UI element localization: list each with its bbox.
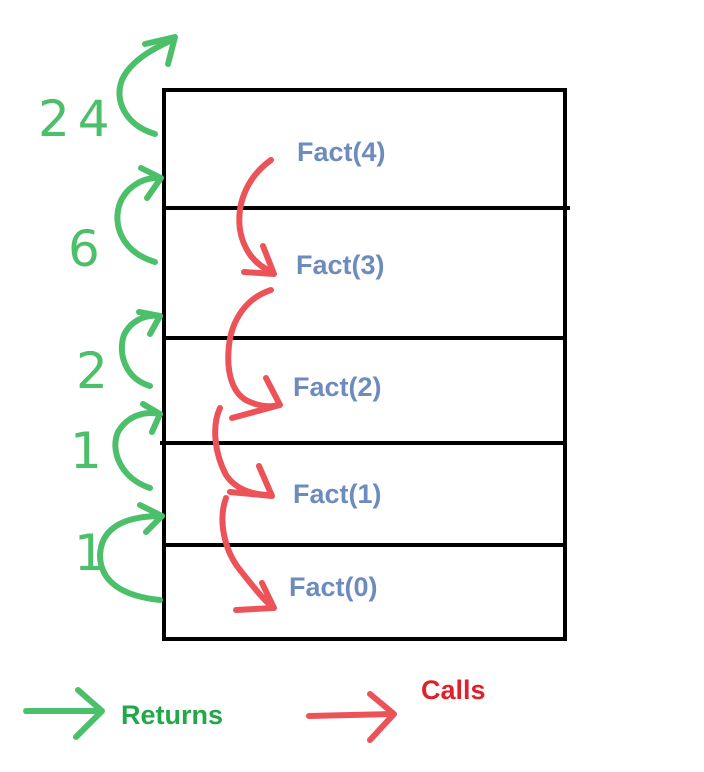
calls-legend-label: Calls — [421, 675, 486, 705]
return-arrowhead — [136, 309, 163, 337]
return-value: 1 — [70, 422, 102, 480]
call-arrow — [219, 495, 275, 610]
return-arrow — [114, 174, 163, 265]
frame-label-fact-0: Fact(0) — [289, 572, 378, 602]
return-arrowhead — [140, 401, 163, 435]
return-arrowhead — [137, 502, 165, 535]
return-arrowhead — [138, 165, 164, 201]
stack-frame-labels: Fact(4) Fact(3) Fact(2) Fact(1) Fact(0) — [289, 137, 386, 602]
returns-legend-label: Returns — [121, 700, 223, 730]
call-arrowhead — [233, 580, 277, 613]
frame-label-fact-3: Fact(3) — [296, 250, 385, 280]
frame-label-fact-2: Fact(2) — [293, 372, 382, 402]
call-arrows — [212, 157, 283, 613]
return-value: 24 — [38, 90, 118, 148]
return-arrowhead — [142, 34, 178, 67]
call-arrowhead — [229, 375, 283, 421]
calls-legend-arrowhead — [367, 691, 397, 743]
call-arrow — [236, 157, 275, 275]
return-value: 1 — [74, 524, 106, 582]
legend: Returns Calls — [23, 675, 486, 743]
return-arrow — [112, 410, 163, 491]
stack-border — [162, 88, 567, 641]
return-value: 2 — [76, 342, 108, 400]
call-arrow — [212, 405, 273, 498]
return-arrow — [97, 513, 165, 603]
return-arrow — [116, 37, 175, 137]
return-arrows — [97, 34, 178, 603]
call-arrowhead — [241, 243, 277, 277]
returns-legend-arrowhead — [73, 687, 105, 740]
call-stack — [160, 88, 570, 641]
call-arrowhead — [227, 463, 275, 499]
frame-label-fact-4: Fact(4) — [297, 137, 386, 167]
return-value: 6 — [68, 220, 100, 278]
calls-legend-arrow — [306, 711, 394, 719]
frame-label-fact-1: Fact(1) — [293, 479, 382, 509]
return-arrow — [118, 312, 163, 389]
return-values: 24 6 2 1 1 — [38, 90, 118, 582]
